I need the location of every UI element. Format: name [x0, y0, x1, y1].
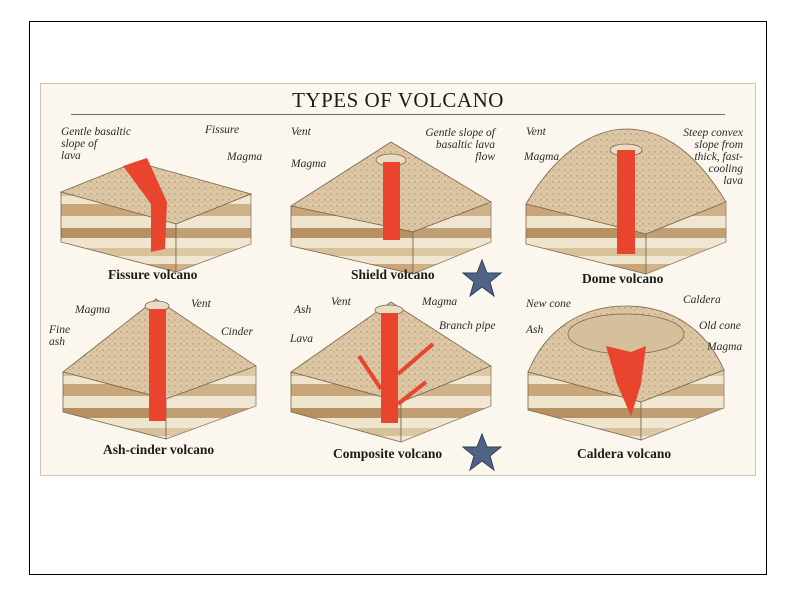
shield-magma-label: Magma [291, 158, 327, 170]
fissure-gentle-slope-label: Gentle basaltic slope of lava [61, 126, 131, 162]
composite-caption: Composite volcano [333, 446, 443, 461]
ash-cinder-magma-label: Magma [75, 304, 111, 316]
shield-caption: Shield volcano [351, 267, 435, 282]
caldera-new-cone-label: New cone [526, 298, 572, 310]
shield-gentle-slope-label: Gentle slope of basaltic lava flow [425, 127, 495, 163]
dome-caption: Dome volcano [582, 271, 664, 286]
volcano-illustrations [59, 128, 727, 443]
fissure-volcano-drawing [59, 158, 253, 273]
diagram-title: TYPES OF VOLCANO [292, 88, 504, 112]
star-icon [462, 432, 502, 472]
fissure-magma-label: Magma [227, 151, 263, 163]
caldera-volcano-drawing [527, 305, 725, 441]
dome-volcano-drawing [525, 128, 727, 275]
fissure-fissure-label: Fissure [205, 124, 240, 136]
caldera-caption: Caldera volcano [577, 446, 672, 461]
shield-vent-label: Vent [291, 126, 311, 138]
dome-vent-label: Vent [526, 126, 546, 138]
caldera-magma-label: Magma [707, 341, 743, 353]
title-rule [71, 114, 725, 115]
caldera-ash-label: Ash [526, 324, 544, 336]
shield-volcano-drawing [289, 141, 492, 275]
composite-volcano-drawing [290, 301, 492, 443]
caldera-caldera-label: Caldera [683, 294, 721, 306]
composite-branch-pipe-label: Branch pipe [439, 320, 496, 332]
composite-lava-label: Lava [290, 333, 313, 345]
dome-magma-label: Magma [524, 151, 560, 163]
composite-vent-label: Vent [331, 296, 351, 308]
caldera-old-cone-label: Old cone [699, 320, 741, 332]
ash-cinder-cinder-label: Cinder [221, 326, 253, 338]
ash-cinder-caption: Ash-cinder volcano [103, 442, 215, 457]
ash-cinder-volcano-drawing [62, 298, 257, 440]
composite-magma-label: Magma [422, 296, 458, 308]
composite-ash-label: Ash [294, 304, 312, 316]
ash-cinder-vent-label: Vent [191, 298, 211, 310]
ash-cinder-fine-ash-label: Fine ash [49, 324, 71, 348]
fissure-caption: Fissure volcano [108, 267, 198, 282]
dome-steep-slope-label: Steep convex slope from thick, fast- coo… [683, 127, 743, 187]
diagram-plate: TYPES OF VOLCANO [40, 83, 756, 476]
star-icon [462, 258, 502, 298]
